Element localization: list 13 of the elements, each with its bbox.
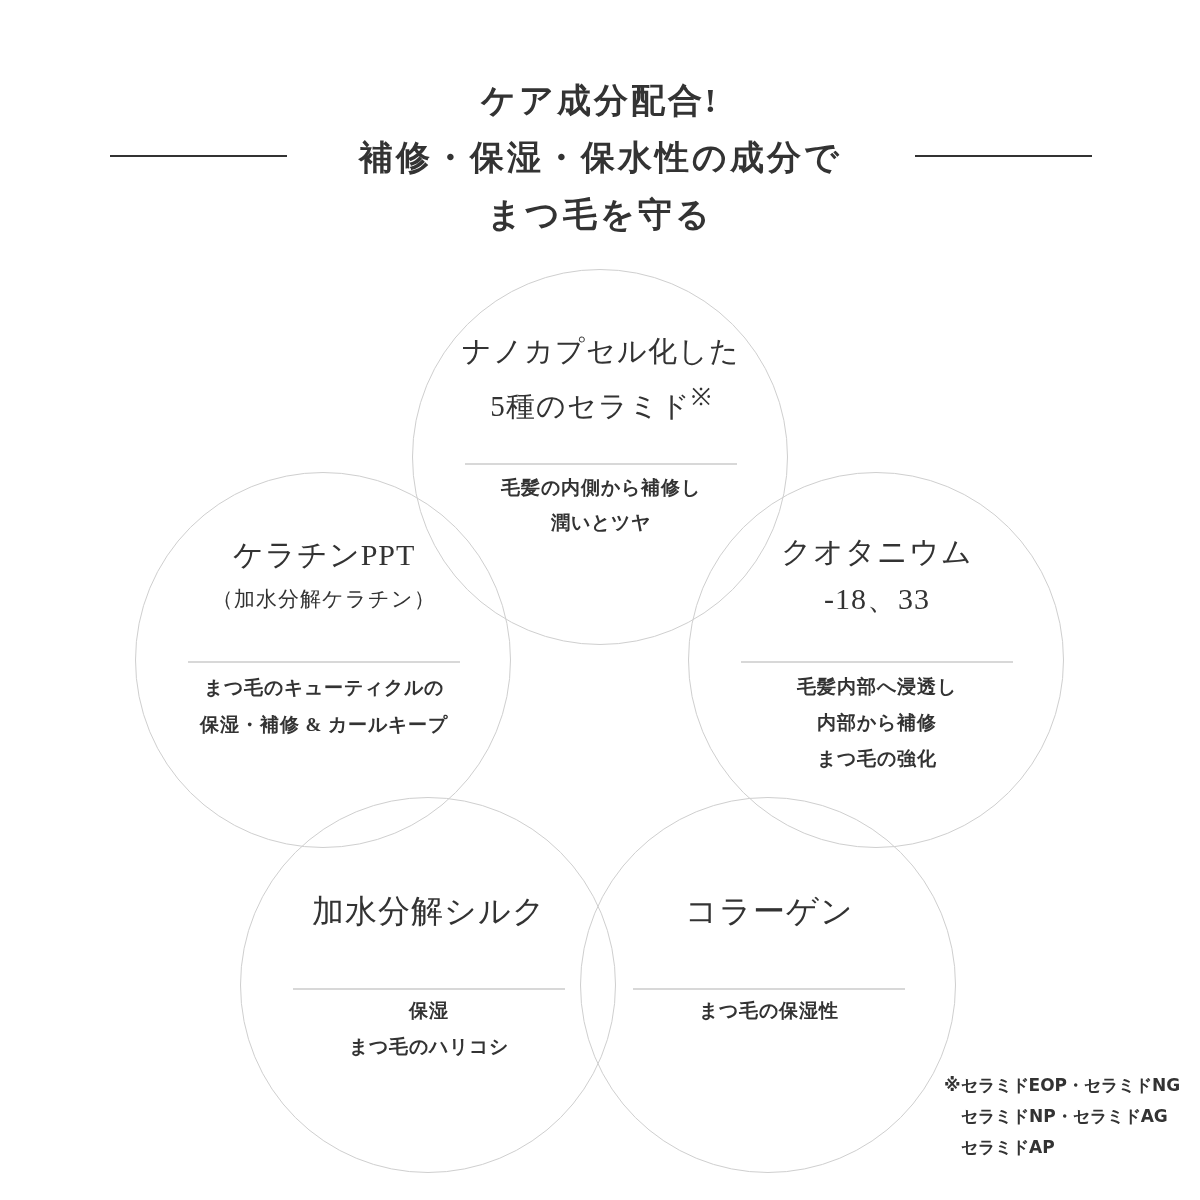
ingredient-name: クオタニウム-18、33 (780, 533, 974, 617)
footnote: ※セラミドEOP・セラミドNGセラミドNP・セラミドAGセラミドAP (944, 1074, 1182, 1159)
ingredient-name: ケラチンPPT (231, 537, 417, 573)
title: ケア成分配合!補修・保湿・保水性の成分でまつ毛を守る (357, 81, 843, 235)
benefit-text: 保湿まつ毛のハリコシ (348, 999, 510, 1059)
benefit-text: 毛髪の内側から補修し潤いとツヤ (500, 475, 702, 535)
benefit-text: 毛髪内部へ浸透し内部から補修まつ毛の強化 (796, 675, 958, 771)
benefit-text: まつ毛のキューティクルの保湿・補修 & カールキープ (198, 675, 450, 737)
ingredient-name: 加水分解シルク (311, 892, 547, 931)
ingredient-subtitle: （加水分解ケラチン） (211, 586, 437, 613)
benefit-text: まつ毛の保湿性 (698, 999, 840, 1023)
ingredient-name: ナノカプセル化した5種のセラミド$^{※}$ (461, 334, 741, 424)
ingredient-name: コラーゲン (683, 892, 855, 931)
